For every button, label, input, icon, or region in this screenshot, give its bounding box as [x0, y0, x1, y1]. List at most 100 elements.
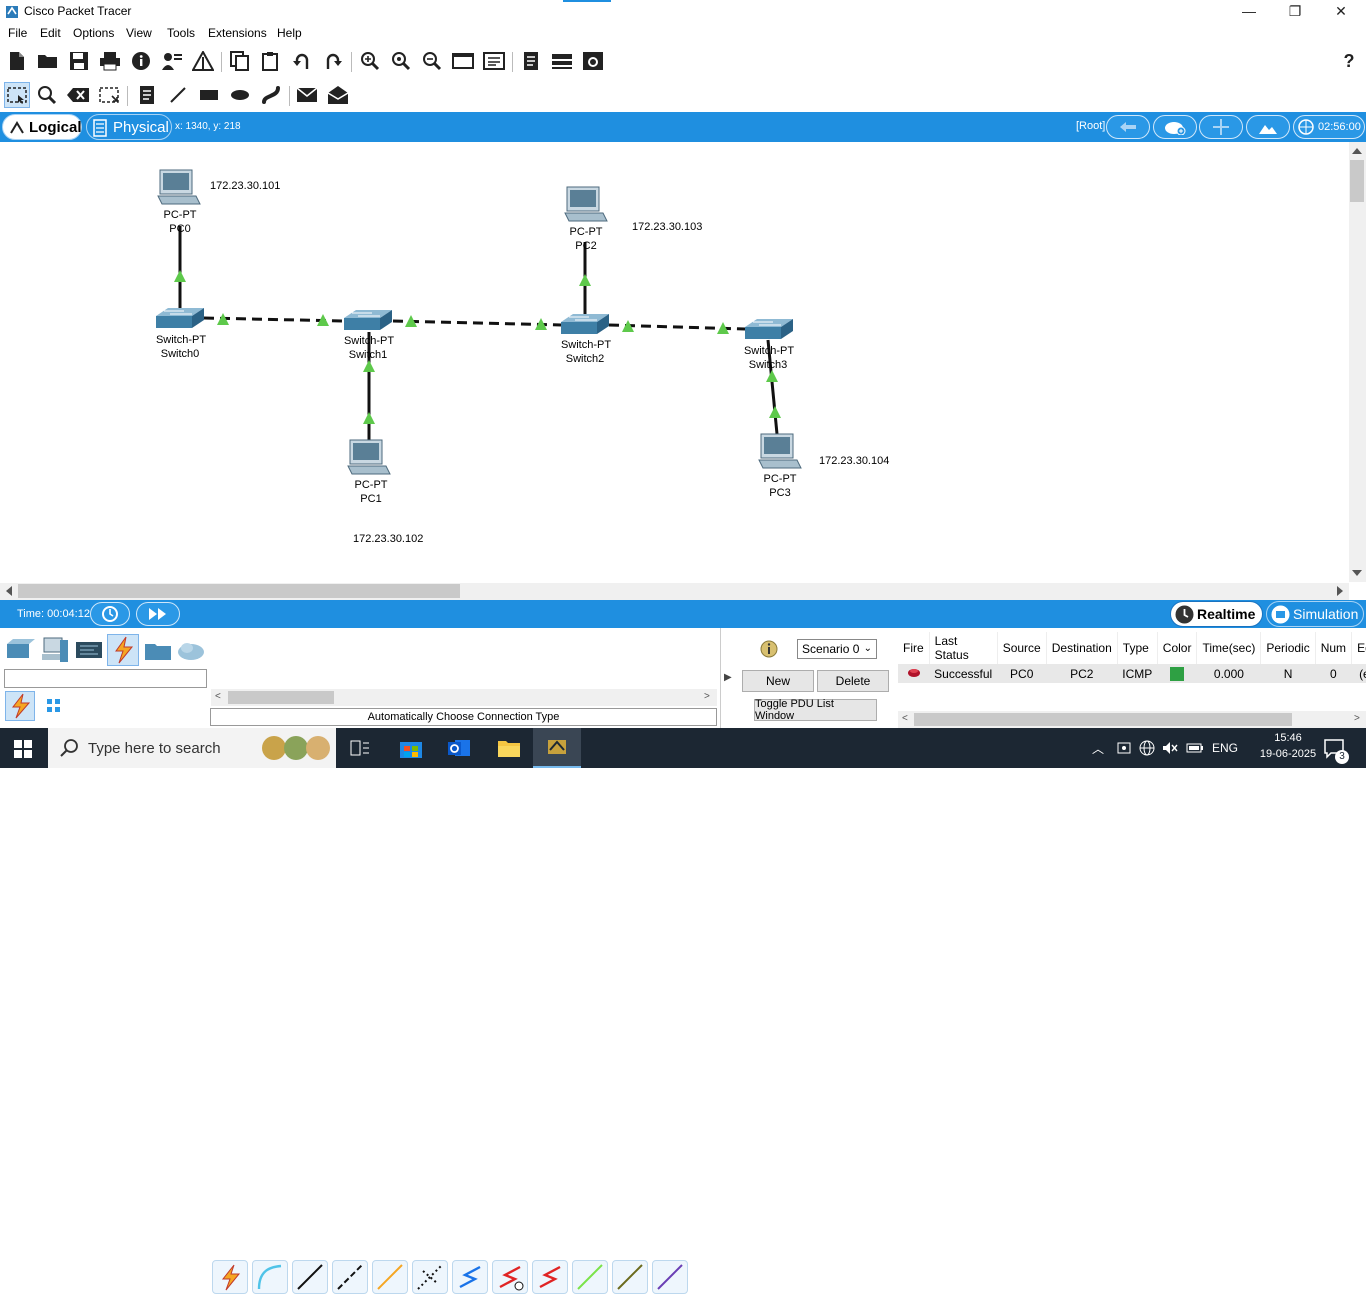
place-note-icon[interactable]: [134, 82, 160, 108]
device-search-field[interactable]: [4, 669, 207, 688]
new-scenario-button[interactable]: New: [742, 670, 814, 692]
copper-cross-over-icon[interactable]: [332, 1260, 368, 1294]
open-folder-icon[interactable]: [35, 48, 61, 74]
set-background-icon[interactable]: [1246, 115, 1290, 139]
paste-icon[interactable]: [258, 48, 284, 74]
drawing-palette-icon[interactable]: [450, 48, 476, 74]
file-explorer-icon[interactable]: [497, 738, 521, 761]
menu-view[interactable]: View: [126, 26, 152, 40]
usb-cable-icon[interactable]: [652, 1260, 688, 1294]
outlook-icon[interactable]: [447, 737, 471, 762]
ip-note-pc1[interactable]: 172.23.30.102: [353, 533, 424, 545]
console-cable-icon[interactable]: [252, 1260, 288, 1294]
scenario-select[interactable]: Scenario 0 ⌄: [797, 639, 877, 659]
menu-tools[interactable]: Tools: [167, 26, 196, 40]
menu-edit[interactable]: Edit: [40, 26, 61, 40]
draw-line-icon[interactable]: [165, 82, 191, 108]
viewport-clock[interactable]: 02:56:00: [1293, 115, 1365, 139]
meet-now-icon[interactable]: [1116, 740, 1132, 759]
coaxial-icon[interactable]: [452, 1260, 488, 1294]
table-row[interactable]: Successful PC0 PC2 ICMP 0.000 N 0 (e: [898, 664, 1366, 683]
end-devices-icon[interactable]: [40, 636, 70, 664]
phone-cable-icon[interactable]: [412, 1260, 448, 1294]
taskbar-clock-time[interactable]: 15:46: [1274, 732, 1302, 744]
notification-center-icon[interactable]: [1324, 739, 1346, 762]
network-devices-icon[interactable]: [5, 636, 35, 664]
battery-icon[interactable]: [1186, 741, 1204, 758]
menu-extensions[interactable]: Extensions: [208, 26, 267, 40]
info-icon[interactable]: [128, 48, 154, 74]
minimize-button[interactable]: —: [1242, 3, 1256, 19]
custom-device-dialog-icon[interactable]: [481, 48, 507, 74]
serial-dte-icon[interactable]: [532, 1260, 568, 1294]
fast-forward-icon[interactable]: [136, 602, 180, 626]
octal-cable-icon[interactable]: [572, 1260, 608, 1294]
tab-logical[interactable]: Logical: [2, 114, 82, 140]
show-hidden-icons[interactable]: ︿: [1092, 742, 1105, 756]
windows-start-icon[interactable]: [14, 740, 32, 761]
ip-note-pc2[interactable]: 172.23.30.103: [632, 221, 703, 233]
delete-icon[interactable]: [65, 82, 91, 108]
automatic-connection-icon[interactable]: [5, 691, 35, 721]
inspect-icon[interactable]: [34, 82, 60, 108]
fiber-icon[interactable]: [372, 1260, 408, 1294]
move-object-icon[interactable]: [1199, 115, 1243, 139]
copper-straight-through-icon[interactable]: [292, 1260, 328, 1294]
collapse-arrow-icon[interactable]: ▶: [724, 672, 732, 683]
zoom-in-icon[interactable]: [357, 48, 383, 74]
logical-workspace[interactable]: PC-PT PC0 172.23.30.101 PC-PT PC1 172.23…: [0, 142, 1366, 600]
zoom-out-icon[interactable]: [419, 48, 445, 74]
network-globe-icon[interactable]: [1139, 740, 1155, 759]
auto-connection-icon[interactable]: [212, 1260, 248, 1294]
menu-options[interactable]: Options: [73, 26, 115, 40]
task-view-icon[interactable]: [350, 740, 370, 759]
add-simple-pdu-icon[interactable]: [295, 82, 321, 108]
custom-device-icon[interactable]: [190, 48, 216, 74]
ip-note-pc0[interactable]: 172.23.30.101: [210, 180, 281, 192]
save-icon[interactable]: [66, 48, 92, 74]
scroll-left-icon[interactable]: <: [902, 713, 908, 724]
serial-dce-icon[interactable]: [492, 1260, 528, 1294]
new-file-icon[interactable]: [4, 48, 30, 74]
realtime-mode-button[interactable]: Realtime: [1170, 601, 1263, 627]
scenario-info-icon[interactable]: [760, 640, 778, 661]
components-icon[interactable]: [74, 636, 104, 664]
edit-cell[interactable]: (e: [1351, 664, 1366, 683]
resize-shape-icon[interactable]: [96, 82, 122, 108]
redo-icon[interactable]: [320, 48, 346, 74]
multiuser-icon[interactable]: [176, 636, 206, 664]
select-tool-icon[interactable]: [4, 82, 30, 108]
restore-button[interactable]: ❐: [1288, 3, 1302, 19]
input-language[interactable]: ENG: [1212, 741, 1239, 755]
fire-icon[interactable]: [907, 666, 921, 678]
microsoft-store-icon[interactable]: [399, 737, 423, 762]
packet-tracer-taskbar-button[interactable]: [533, 728, 581, 768]
copy-icon[interactable]: [227, 48, 253, 74]
iot-custom-cable-icon[interactable]: [612, 1260, 648, 1294]
pdu-scrollbar[interactable]: < >: [898, 711, 1366, 728]
back-icon[interactable]: [1106, 115, 1150, 139]
menu-help[interactable]: Help: [277, 26, 302, 40]
print-icon[interactable]: [97, 48, 123, 74]
connections-category-icon[interactable]: [107, 634, 139, 666]
taskbar-clock-date[interactable]: 19-06-2025: [1259, 748, 1317, 760]
activity-wizard-icon[interactable]: [159, 48, 185, 74]
screenshot-icon[interactable]: [580, 48, 606, 74]
root-breadcrumb[interactable]: [Root]: [1076, 120, 1106, 132]
device-rack-icon[interactable]: [549, 48, 575, 74]
help-icon[interactable]: ?: [1343, 50, 1355, 71]
grid-view-icon[interactable]: [44, 696, 66, 718]
scrollbar-thumb[interactable]: [228, 691, 334, 704]
fire-cell[interactable]: [898, 664, 930, 683]
draw-rectangle-icon[interactable]: [196, 82, 222, 108]
volume-muted-icon[interactable]: [1162, 740, 1178, 759]
power-cycle-icon[interactable]: [90, 602, 130, 626]
scroll-right-icon[interactable]: >: [1354, 713, 1360, 724]
ip-note-pc3[interactable]: 172.23.30.104: [819, 455, 890, 467]
scrollbar-thumb[interactable]: [914, 713, 1292, 726]
new-cluster-icon[interactable]: [1153, 115, 1197, 139]
add-complex-pdu-icon[interactable]: [326, 82, 352, 108]
draw-ellipse-icon[interactable]: [227, 82, 253, 108]
scroll-left-icon[interactable]: <: [215, 691, 221, 702]
undo-icon[interactable]: [289, 48, 315, 74]
